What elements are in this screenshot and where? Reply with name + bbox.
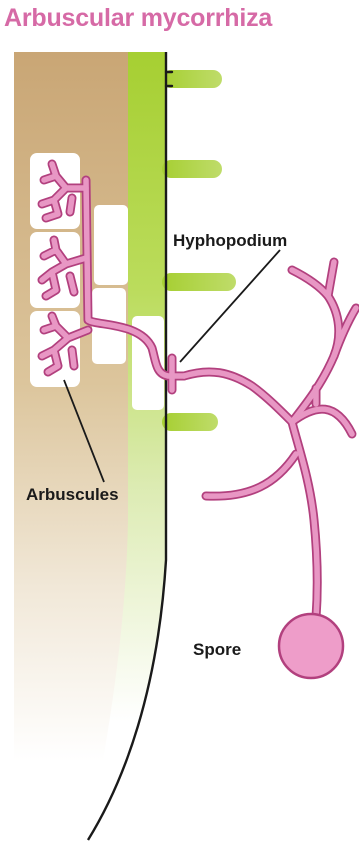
spore-shape [279,614,343,678]
spore-label: Spore [193,640,241,659]
hyphopodium-label: Hyphopodium [173,231,287,250]
arbuscules-label: Arbuscules [26,485,119,504]
hyphopodium-leader [180,250,280,362]
